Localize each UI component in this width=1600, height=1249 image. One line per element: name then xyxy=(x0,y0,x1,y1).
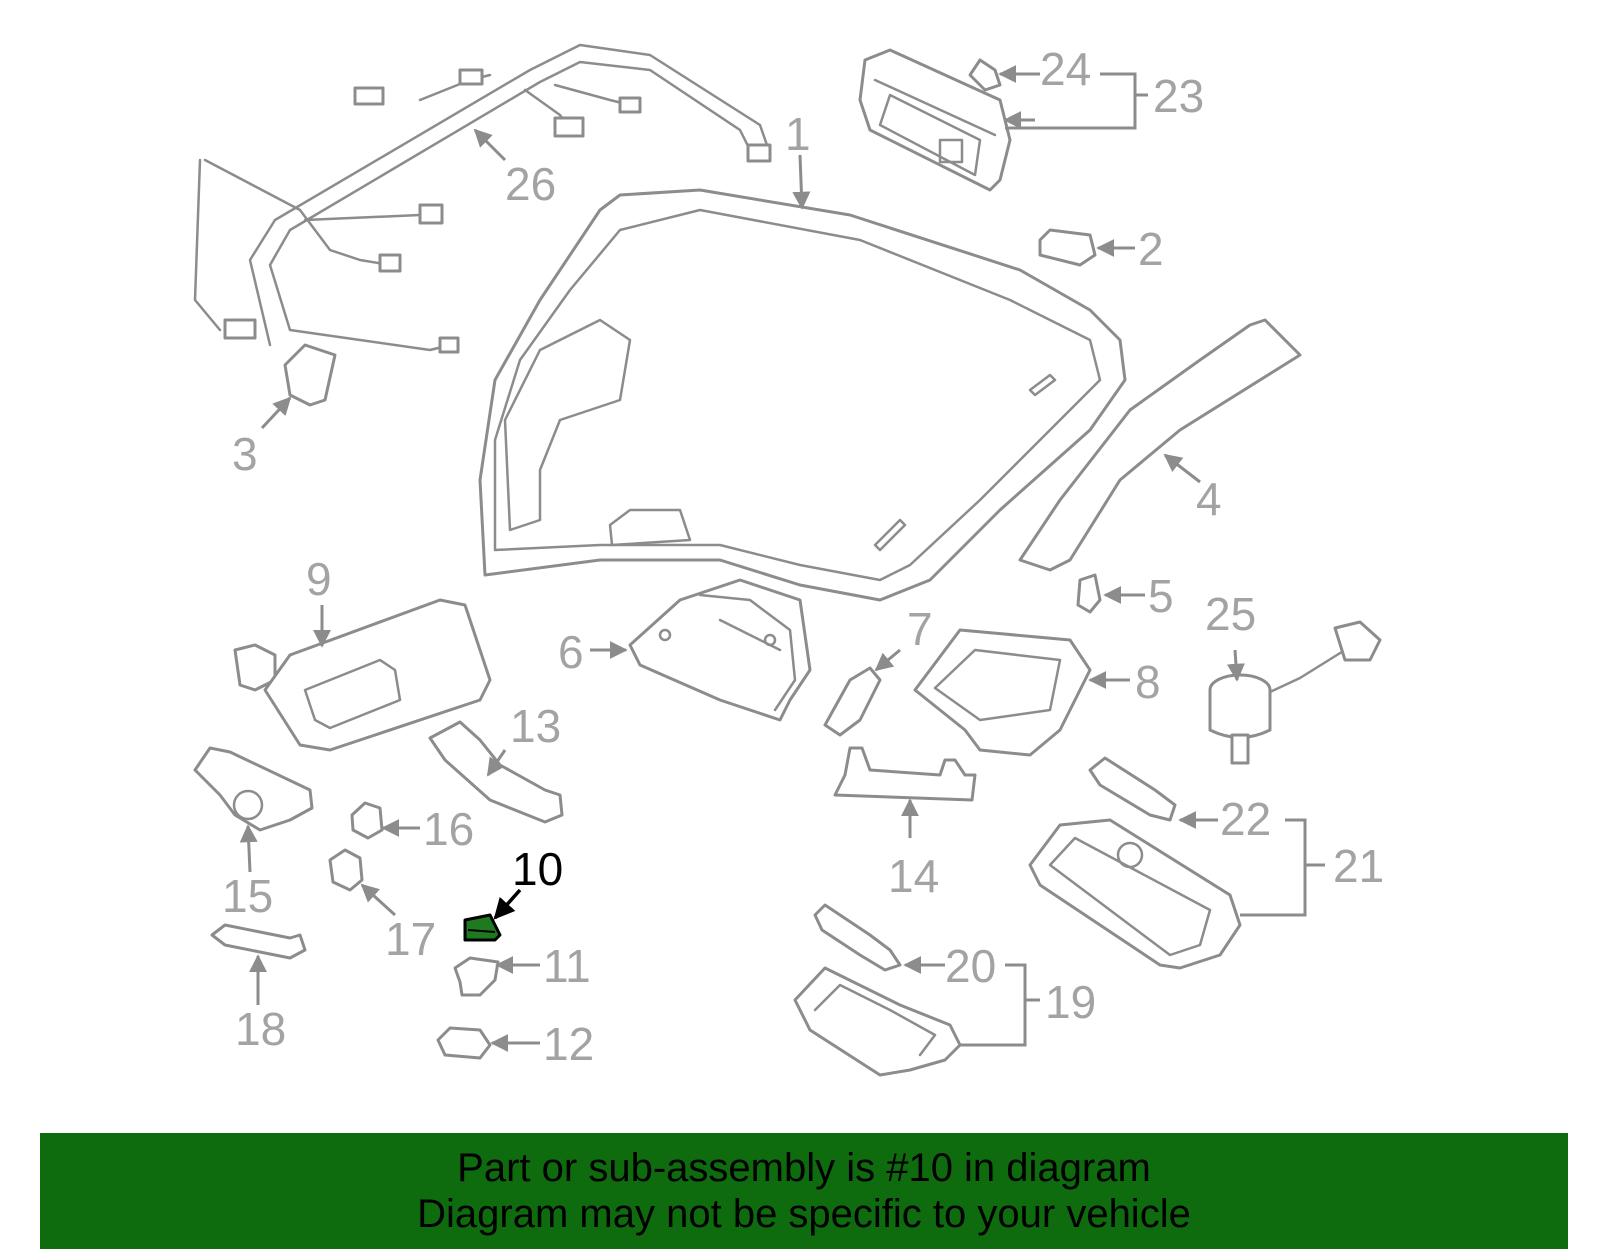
info-banner: Part or sub-assembly is #10 in diagram D… xyxy=(40,1133,1568,1249)
callout-3: 3 xyxy=(232,428,258,480)
part-1-headliner xyxy=(478,188,1127,602)
callout-11: 11 xyxy=(543,940,591,992)
callout-26: 26 xyxy=(505,158,556,210)
part-7-seal xyxy=(823,666,882,737)
part-20-bulb xyxy=(813,903,902,972)
part-11-bracket xyxy=(453,956,500,997)
callout-10: 10 xyxy=(512,843,563,895)
callout-20: 20 xyxy=(945,940,996,992)
callout-24: 24 xyxy=(1040,43,1091,95)
callout-14: 14 xyxy=(888,850,939,902)
part-8-bin xyxy=(913,628,1092,757)
callout-13: 13 xyxy=(510,700,561,752)
parts-diagram: 1 2 3 4 5 6 7 8 9 10 11 12 13 14 15 16 1… xyxy=(193,43,1384,1077)
part-25-sensor xyxy=(1208,620,1382,765)
part-12-lamp-base xyxy=(436,1026,492,1060)
callout-19: 19 xyxy=(1045,976,1096,1028)
part-10-highlighted xyxy=(463,913,502,942)
part-15-lamp-housing xyxy=(193,746,314,832)
callout-18: 18 xyxy=(235,1003,286,1055)
callout-6: 6 xyxy=(558,626,584,678)
part-24-clip xyxy=(968,58,1002,92)
callout-16: 16 xyxy=(423,803,474,855)
callout-5: 5 xyxy=(1148,570,1174,622)
callout-23: 23 xyxy=(1153,70,1204,122)
callout-15: 15 xyxy=(222,870,273,922)
part-19-lamp-assembly xyxy=(793,966,962,1077)
callout-12: 12 xyxy=(543,1018,594,1070)
callout-7: 7 xyxy=(907,603,933,655)
part-22-bulb xyxy=(1088,756,1177,822)
part-16-ring xyxy=(350,801,384,840)
part-6-bracket xyxy=(628,578,812,722)
callout-8: 8 xyxy=(1135,656,1161,708)
banner-line-disclaimer: Diagram may not be specific to your vehi… xyxy=(417,1192,1191,1236)
part-23-console xyxy=(858,48,1012,192)
callout-labels: 1 2 3 4 5 6 7 8 9 10 11 12 13 14 15 16 1… xyxy=(222,43,1384,1070)
part-18-handle xyxy=(210,923,307,960)
callout-4: 4 xyxy=(1196,473,1222,525)
part-9-sun-visor xyxy=(233,598,492,752)
banner-line-part: Part or sub-assembly is #10 in diagram xyxy=(457,1146,1151,1190)
callout-25: 25 xyxy=(1205,588,1256,640)
callout-22: 22 xyxy=(1220,793,1271,845)
part-5-clip xyxy=(1076,573,1102,614)
part-17-ring xyxy=(328,848,364,892)
part-2-pad xyxy=(1038,228,1097,267)
part-14-bracket xyxy=(833,746,977,802)
callout-1: 1 xyxy=(785,108,811,160)
callout-9: 9 xyxy=(306,553,332,605)
leader-lines xyxy=(239,65,1325,1052)
part-3-cover xyxy=(283,343,337,407)
callout-21: 21 xyxy=(1333,840,1384,892)
part-4-pillar-trim xyxy=(1018,318,1302,572)
callout-17: 17 xyxy=(385,913,436,965)
callout-2: 2 xyxy=(1138,223,1164,275)
part-26-wiring-harness xyxy=(193,43,772,354)
part-21-lamp-assembly xyxy=(1028,818,1242,970)
